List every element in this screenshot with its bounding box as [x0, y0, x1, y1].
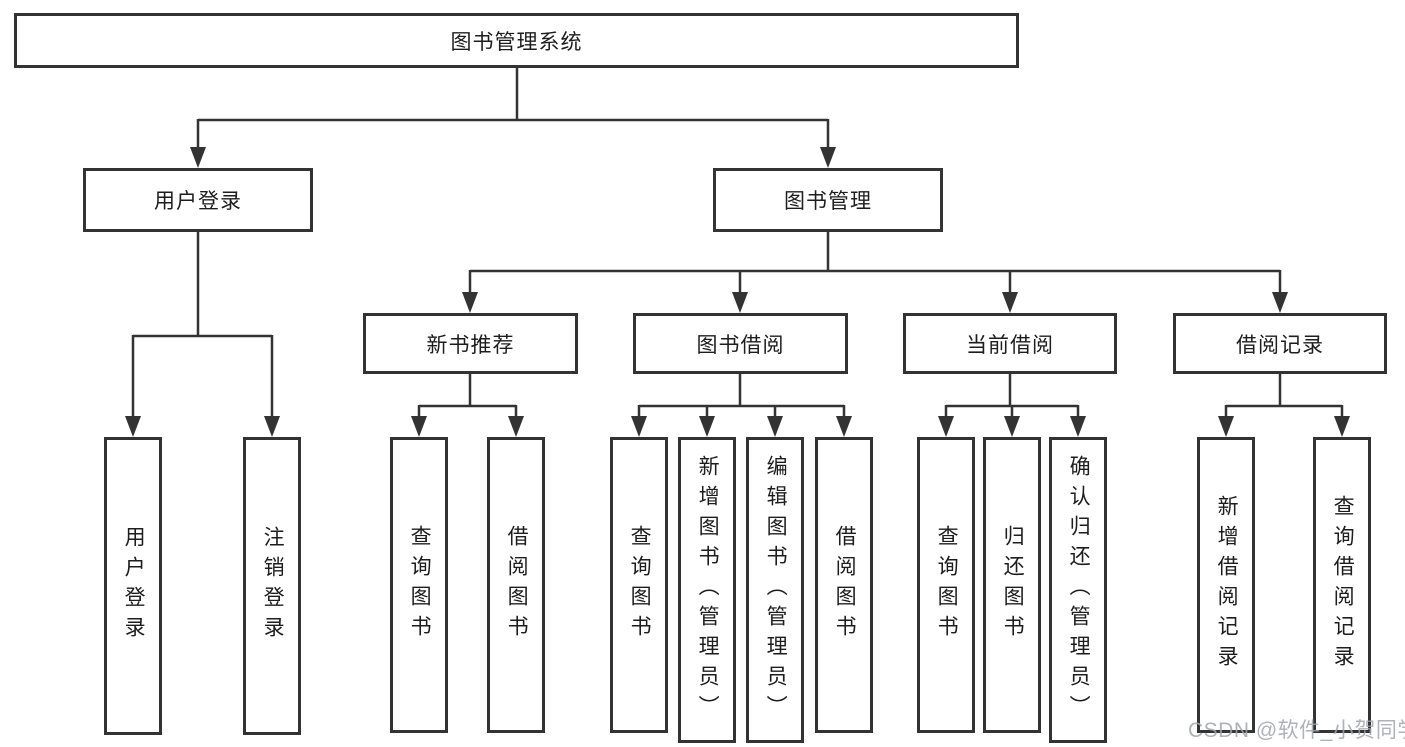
leaf-logout-label: 注销登录: [261, 526, 285, 646]
node-current-borrowing: 当前借阅: [903, 313, 1117, 374]
node-borrowing-records: 借阅记录: [1173, 313, 1387, 374]
leaf-borrow-books-label: 借阅图书: [833, 525, 857, 645]
node-new-book-recommend: 新书推荐: [363, 313, 578, 374]
leaf-return-books-label: 归还图书: [1001, 525, 1025, 645]
leaf-user-login: 用户登录: [104, 437, 162, 735]
leaf-add-book-admin: 新增图书（管理员）: [678, 437, 736, 743]
leaf-query-borrow-record-label: 查询借阅记录: [1331, 495, 1355, 675]
leaf-confirm-return-admin: 确认归还（管理员）: [1049, 437, 1107, 743]
watermark: CSDN @软件_小贺同学: [1188, 719, 1405, 742]
leaf-return-books: 归还图书: [983, 437, 1041, 733]
leaf-query-books-borrowing-label: 查询图书: [628, 525, 652, 645]
node-library-system: 图书管理系统: [14, 13, 1019, 68]
leaf-query-books-current-label: 查询图书: [935, 525, 959, 645]
leaf-query-books-recommend: 查询图书: [390, 437, 448, 733]
leaf-add-borrow-record: 新增借阅记录: [1197, 437, 1255, 733]
leaf-query-borrow-record: 查询借阅记录: [1313, 437, 1371, 733]
leaf-query-books-borrowing: 查询图书: [610, 437, 668, 733]
leaf-confirm-return-admin-label: 确认归还（管理员）: [1067, 455, 1091, 725]
leaf-borrow-books-recommend: 借阅图书: [487, 437, 545, 733]
leaf-borrow-books-recommend-label: 借阅图书: [505, 525, 529, 645]
leaf-add-book-admin-label: 新增图书（管理员）: [696, 455, 720, 725]
leaf-borrow-books: 借阅图书: [815, 437, 873, 733]
leaf-edit-book-admin-label: 编辑图书（管理员）: [764, 455, 788, 725]
leaf-query-books-current: 查询图书: [917, 437, 975, 733]
leaf-edit-book-admin: 编辑图书（管理员）: [746, 437, 804, 743]
leaf-user-login-label: 用户登录: [122, 526, 146, 646]
leaf-logout: 注销登录: [243, 437, 301, 735]
leaf-add-borrow-record-label: 新增借阅记录: [1215, 495, 1239, 675]
node-book-management: 图书管理: [713, 168, 943, 232]
node-book-borrowing: 图书借阅: [633, 313, 848, 374]
node-user-login: 用户登录: [83, 168, 313, 232]
leaf-query-books-recommend-label: 查询图书: [408, 525, 432, 645]
